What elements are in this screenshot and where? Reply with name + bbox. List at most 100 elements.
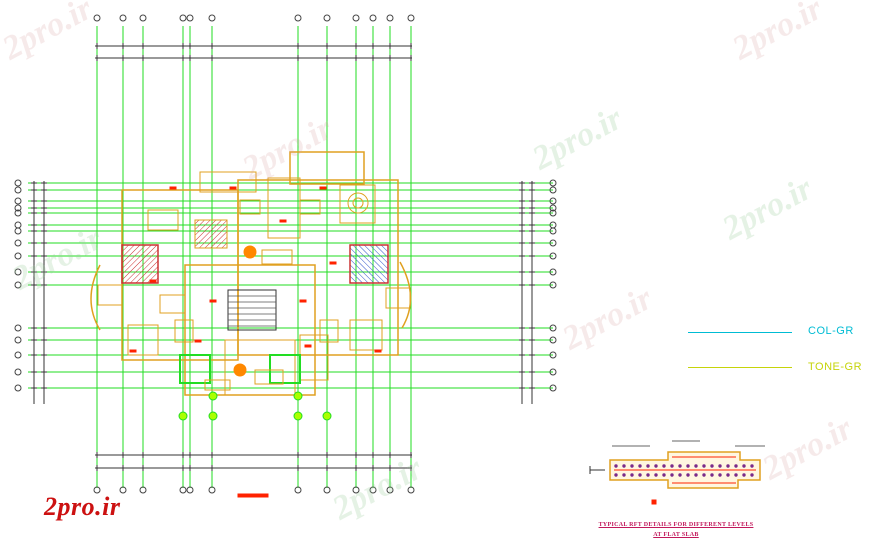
red-mark [319,186,327,190]
grid-bubble-right [549,368,557,376]
wall-outline [127,324,159,356]
green-box [269,354,301,384]
rebar-dot [742,464,746,468]
grid-bubble-top [179,14,187,22]
grid-bubble-bottom [407,486,415,494]
red-mark [279,219,287,223]
grid-bubble-left [14,221,22,229]
scale-bar [237,493,269,498]
grid-bubble-bottom [119,486,127,494]
green-box [179,354,211,384]
rebar-dot [726,464,730,468]
grid-bubble-top [294,14,302,22]
grid-bubble-left [14,384,22,392]
grid-bubble-top [323,14,331,22]
rebar-dot [686,464,690,468]
column-marker [293,391,303,401]
rebar-dot [742,473,746,477]
column-marker [208,391,218,401]
hatched-shaft [194,219,228,249]
hatched-shaft [349,244,389,284]
grid-bubble-right [549,252,557,260]
rebar-dot [654,473,658,477]
rebar-dot [646,464,650,468]
grid-bubble-top [208,14,216,22]
grid-bubble-right [549,227,557,235]
rebar-dot [718,473,722,477]
rebar-dot [678,473,682,477]
grid-bubble-top [93,14,101,22]
grid-bubble-left [14,186,22,194]
rebar-dot [646,473,650,477]
rebar-dot [622,473,626,477]
spiral-stair [352,197,364,209]
grid-bubble-bottom [186,486,194,494]
rebar-dot [670,473,674,477]
grid-bubble-bottom [208,486,216,494]
grid-bubble-left [14,252,22,260]
grid-bubble-left [14,209,22,217]
grid-bubble-left [14,268,22,276]
grid-bubble-left [14,324,22,332]
grid-bubble-right [549,239,557,247]
red-mark [299,299,307,303]
furniture [385,287,411,309]
grid-bubble-right [549,384,557,392]
grid-bubble-left [14,204,22,212]
furniture [147,209,179,231]
furniture [319,319,339,343]
rebar-dot [710,464,714,468]
furniture [97,284,123,306]
grid-bubble-right [549,324,557,332]
grid-bubble-right [549,268,557,276]
wall-outline [199,171,257,193]
furniture [174,319,194,343]
furniture [261,249,293,265]
column-marker [208,411,218,421]
grid-bubble-bottom [369,486,377,494]
rebar-dot [702,464,706,468]
rebar-dot [614,464,618,468]
wall-outline [237,179,399,356]
rebar-dot [654,464,658,468]
detail-caption-line-1: TYPICAL RFT DETAILS FOR DIFFERENT LEVELS [598,522,754,528]
rebar-dot [718,464,722,468]
red-mark [651,499,657,505]
round-column [243,245,257,259]
furniture [299,199,321,215]
legend-label-tone-gr: TONE-GR [808,361,863,373]
rebar-dot [622,464,626,468]
grid-bubble-top [119,14,127,22]
legend-label-col-gr: COL-GR [808,325,854,337]
grid-bubble-bottom [352,486,360,494]
rebar-dot [686,473,690,477]
wall-outline [339,184,376,224]
rebar-dot [694,473,698,477]
spiral-stair [347,192,369,214]
grid-bubble-bottom [323,486,331,494]
round-column [233,363,247,377]
grid-bubble-bottom [179,486,187,494]
red-mark [209,299,217,303]
grid-bubble-top [186,14,194,22]
rebar-dot [710,473,714,477]
rebar-dot [734,464,738,468]
rebar-dot [734,473,738,477]
detail-caption-line-2: AT FLAT SLAB [653,532,699,538]
grid-bubble-left [14,239,22,247]
rebar-dot [670,464,674,468]
red-mark [374,349,382,353]
rebar-dot [750,473,754,477]
furniture [239,199,261,215]
grid-bubble-right [549,209,557,217]
grid-bubble-left [14,351,22,359]
grid-bubble-right [549,179,557,187]
grid-bubble-right [549,197,557,205]
rebar-dot [702,473,706,477]
grid-bubble-top [407,14,415,22]
red-mark [229,186,237,190]
grid-bubble-right [549,186,557,194]
legend-line-tone-gr [688,367,792,368]
